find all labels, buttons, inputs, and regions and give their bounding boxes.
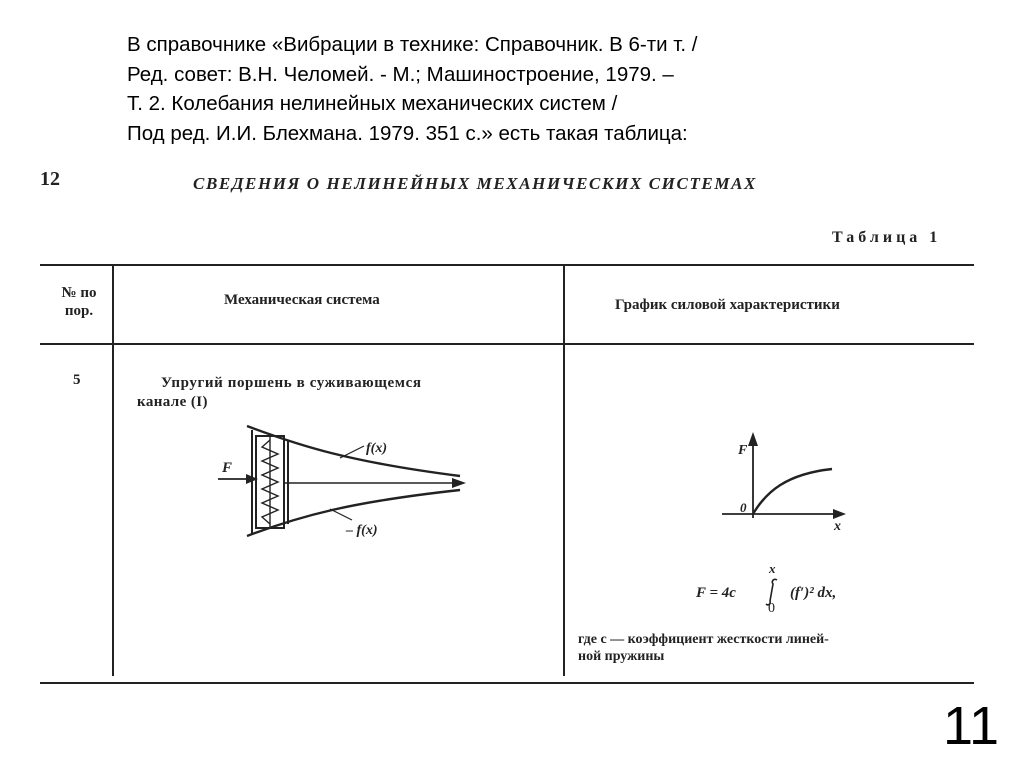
piston-body	[255, 435, 285, 529]
column-divider-2	[563, 266, 565, 676]
graph-origin-label: 0	[740, 500, 747, 515]
table-top-rule	[40, 264, 974, 266]
header-row-number-line2: пор.	[64, 303, 94, 319]
integral-sign-icon	[765, 578, 778, 606]
lower-wall-curve	[246, 488, 461, 538]
header-row-number: № по пор.	[46, 284, 112, 320]
formula-note-line1: где c — коэффициент жесткости линей-	[578, 632, 829, 647]
scan-heading: СВЕДЕНИЯ О НЕЛИНЕЙНЫХ МЕХАНИЧЕСКИХ СИСТЕ…	[193, 174, 757, 193]
header-bottom-rule	[40, 343, 974, 345]
system-title-line2: канале (I)	[137, 394, 208, 410]
intro-paragraph: В справочнике «Вибрации в технике: Справ…	[127, 30, 987, 148]
header-force-graph: График силовой характеристики	[615, 297, 840, 313]
upper-wall-curve	[246, 424, 461, 478]
header-mechanical-system: Механическая система	[224, 292, 380, 308]
slide-number: 11	[943, 696, 1000, 756]
formula-note-line2: ной пружины	[578, 649, 665, 664]
formula-lhs: F = 4c	[695, 585, 736, 601]
row-number: 5	[73, 372, 81, 388]
lower-wall-label: – f(x)	[345, 523, 378, 538]
system-title: Упругий поршень в суживающемся канале (I…	[137, 374, 537, 412]
formula-integrand: (f′)² dx,	[790, 585, 836, 601]
intro-line: Т. 2. Колебания нелинейных механических …	[127, 92, 618, 115]
graph-x-label: x	[833, 519, 841, 534]
intro-line: В справочнике «Вибрации в технике: Справ…	[127, 33, 698, 56]
graph-curve	[751, 467, 833, 515]
force-label: F	[221, 460, 232, 476]
spring-zigzag	[260, 439, 280, 525]
formula-note: где c — коэффициент жесткости линей- ной…	[578, 631, 978, 665]
formula-lower-limit: 0	[768, 601, 775, 616]
intro-line: Ред. совет: В.Н. Челомей. - М.; Машиност…	[127, 62, 674, 86]
table-caption: Таблица 1	[832, 229, 942, 246]
upper-wall-label: f(x)	[366, 441, 387, 456]
system-title-line1: Упругий поршень в суживающемся	[161, 375, 422, 391]
table-bottom-rule	[40, 682, 974, 684]
column-divider-1	[112, 266, 114, 676]
graph-y-label: F	[737, 443, 748, 458]
header-row-number-line1: № по	[61, 285, 97, 301]
scan-page-number: 12	[40, 168, 60, 190]
intro-line: Под ред. И.И. Блехмана. 1979. 351 с.» ес…	[127, 121, 688, 145]
formula-upper-limit: x	[768, 561, 776, 576]
